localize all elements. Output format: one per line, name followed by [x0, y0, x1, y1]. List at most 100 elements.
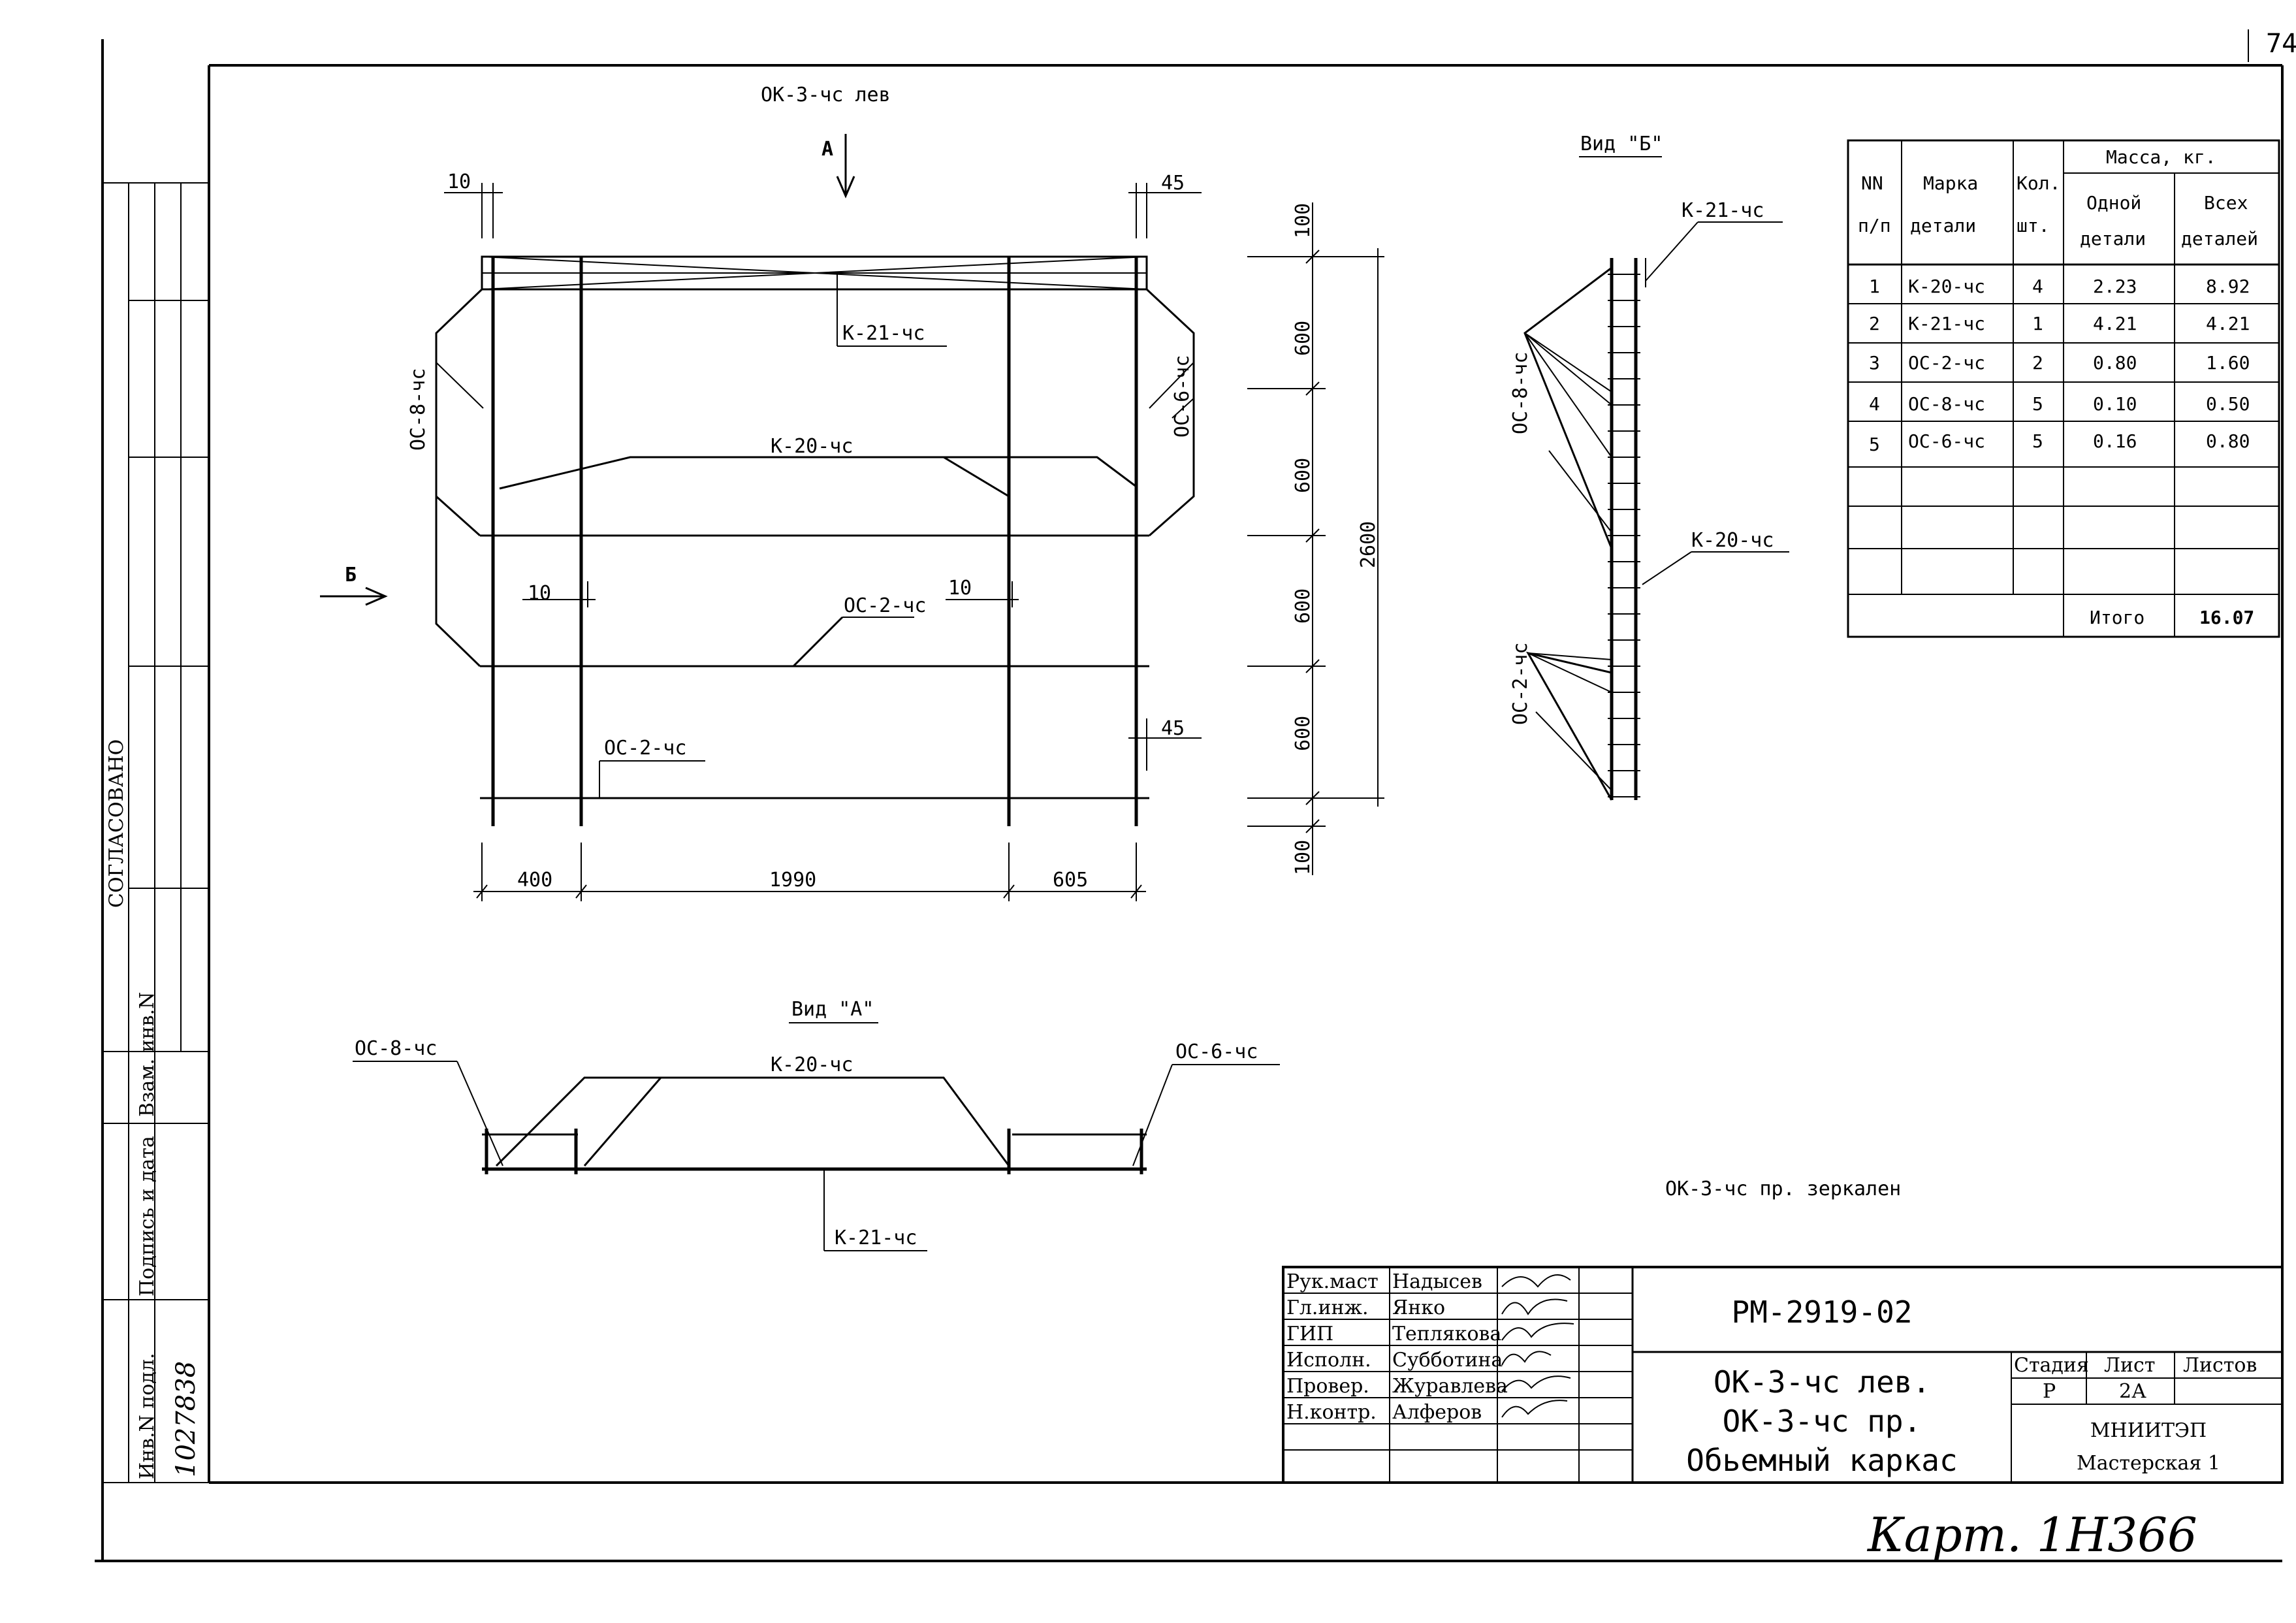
row-mass-one: 0.10 — [2093, 393, 2137, 415]
table-row: 1 К-20-чс 4 2.23 8.92 — [1869, 276, 2250, 297]
row-qty: 4 — [2032, 276, 2043, 297]
spec-header-all: Всех — [2204, 192, 2248, 214]
org-name: МНИИТЭП — [2090, 1419, 2207, 1442]
main-view-heading: ОК-3-чс лев — [761, 84, 891, 106]
spec-header-mass: Масса, кг. — [2106, 146, 2216, 168]
sheet-number: 74 — [2266, 29, 2296, 59]
label-os8-side: ОС-8-чс — [1509, 352, 1532, 434]
row-mark: ОС-8-чс — [1908, 393, 1985, 415]
label-os6-front: ОС-6-чс — [1171, 355, 1194, 438]
dim-10-right: 10 — [948, 577, 972, 600]
spec-total-label: Итого — [2090, 607, 2145, 628]
row-mark: К-21-чс — [1908, 313, 1985, 334]
front-view: ОК-3-чс лев А Б — [320, 84, 1202, 901]
title-line1: ОК-3-чс лев. — [1714, 1364, 1930, 1400]
row-mark: ОС-2-чс — [1908, 352, 1985, 374]
spec-header-qty2: шт. — [2017, 215, 2050, 236]
row-number: 2 — [1869, 313, 1880, 334]
signature-row: Н.контр. Алферов — [1286, 1400, 1568, 1424]
table-row: 5 ОС-6-чс 5 0.16 0.80 — [1869, 430, 2250, 455]
view-a-heading: Вид "А" — [791, 998, 874, 1021]
doc-code: РМ-2919-02 — [1732, 1294, 1913, 1330]
row-mark: ОС-6-чс — [1908, 430, 1985, 452]
table-row: 3 ОС-2-чс 2 0.80 1.60 — [1869, 352, 2250, 374]
signature-mark — [1501, 1298, 1568, 1315]
spec-table: NN п/п Марка детали Кол. шт. Масса, кг. … — [1847, 139, 2280, 638]
left-strip: СОГЛАСОВАНО Взам. инв.N Подпись и дата И… — [102, 182, 210, 1483]
dim-v600-4: 600 — [1292, 716, 1315, 751]
title-block: Рук.маст Надысев Гл.инж. Янко ГИП Тепляк… — [1282, 1266, 2284, 1484]
sheets-header: Листов — [2183, 1354, 2257, 1377]
dim-400: 400 — [517, 869, 552, 892]
spec-header-mark: Марка — [1923, 172, 1978, 194]
row-number: 5 — [1869, 434, 1880, 455]
spec-header-nn2: п/п — [1858, 215, 1891, 236]
dim-v2600: 2600 — [1357, 521, 1380, 568]
label-k21-side: К-21-чс — [1682, 199, 1764, 222]
row-mass-one: 0.16 — [2093, 430, 2137, 452]
row-mass-one: 4.21 — [2093, 313, 2137, 334]
inv-number-handwritten: 1027838 — [171, 1361, 201, 1477]
dim-10-top: 10 — [447, 170, 471, 193]
stage-value: Р — [2043, 1380, 2056, 1403]
dim-10-left: 10 — [528, 582, 551, 605]
spec-header-nn: NN — [1861, 172, 1883, 194]
approved-label: СОГЛАСОВАНО — [105, 739, 128, 908]
sheet-value: 2А — [2119, 1380, 2146, 1403]
dim-v600-2: 600 — [1292, 458, 1315, 493]
side-view-ticks — [1608, 274, 1640, 797]
label-k20-front: К-20-чс — [771, 435, 853, 458]
inv-orig-label: Инв.N подл. — [136, 1353, 159, 1480]
sheet-header: Лист — [2104, 1354, 2155, 1377]
row-mass-all: 0.80 — [2206, 430, 2250, 452]
label-os6-plan: ОС-6-чс — [1175, 1040, 1258, 1063]
label-k21-plan: К-21-чс — [835, 1227, 917, 1249]
row-mass-all: 4.21 — [2206, 313, 2250, 334]
signature-row: ГИП Теплякова — [1286, 1323, 1574, 1345]
label-k20-plan: К-20-чс — [771, 1053, 853, 1076]
signature-row: Рук.маст Надысев — [1286, 1270, 1571, 1293]
role-label: Гл.инж. — [1286, 1296, 1369, 1319]
stage-header: Стадия — [2014, 1354, 2089, 1377]
spec-header-one: Одной — [2086, 192, 2141, 214]
label-os2-side: ОС-2-чс — [1509, 643, 1532, 725]
view-b-heading: Вид "Б" — [1580, 133, 1663, 155]
signature-date-label: Подпись и дата — [136, 1136, 159, 1296]
person-name: Янко — [1392, 1296, 1445, 1319]
workshop-name: Мастерская 1 — [2077, 1452, 2220, 1475]
dim-45-bottom: 45 — [1161, 717, 1185, 740]
person-name: Надысев — [1392, 1270, 1482, 1293]
signature-mark — [1501, 1375, 1571, 1392]
signature-mark — [1501, 1351, 1552, 1366]
table-row: 2 К-21-чс 1 4.21 4.21 — [1869, 313, 2250, 334]
signature-mark — [1501, 1274, 1571, 1288]
spec-header-all2: деталей — [2181, 228, 2258, 249]
replace-inv-label: Взам. инв.N — [136, 992, 159, 1117]
label-os2-bottom: ОС-2-чс — [604, 737, 686, 760]
dim-45-top: 45 — [1161, 172, 1185, 195]
row-qty: 5 — [2032, 430, 2043, 452]
dim-605: 605 — [1053, 869, 1088, 892]
signature-row: Провер. Журавлева — [1286, 1375, 1571, 1398]
role-label: Исполн. — [1286, 1349, 1371, 1372]
row-number: 1 — [1869, 276, 1880, 297]
vertical-dimensions: 100 600 600 600 600 100 2600 — [1247, 202, 1384, 875]
role-label: Н.контр. — [1286, 1401, 1377, 1424]
dim-1990: 1990 — [769, 869, 816, 892]
row-mass-one: 0.80 — [2093, 352, 2137, 374]
spec-header-one2: детали — [2080, 228, 2146, 249]
dim-v100-bottom: 100 — [1292, 840, 1315, 875]
label-os8-front: ОС-8-чс — [407, 368, 430, 451]
spec-total-value: 16.07 — [2199, 607, 2254, 628]
row-number: 3 — [1869, 352, 1880, 374]
sheet-frame: 74 — [95, 29, 2296, 1562]
plan-view-a: Вид "А" ОС-8-чс К-20-чс ОС-6-чс К-21-чс … — [353, 998, 1901, 1251]
row-qty: 2 — [2032, 352, 2043, 374]
spec-header-mark2: детали — [1910, 215, 1976, 236]
arrow-b-label: Б — [345, 564, 357, 587]
signature-row: Гл.инж. Янко — [1286, 1296, 1568, 1319]
row-qty: 5 — [2032, 393, 2043, 415]
side-view-b: Вид "Б" — [1509, 133, 1789, 801]
label-k20-side: К-20-чс — [1691, 529, 1774, 552]
